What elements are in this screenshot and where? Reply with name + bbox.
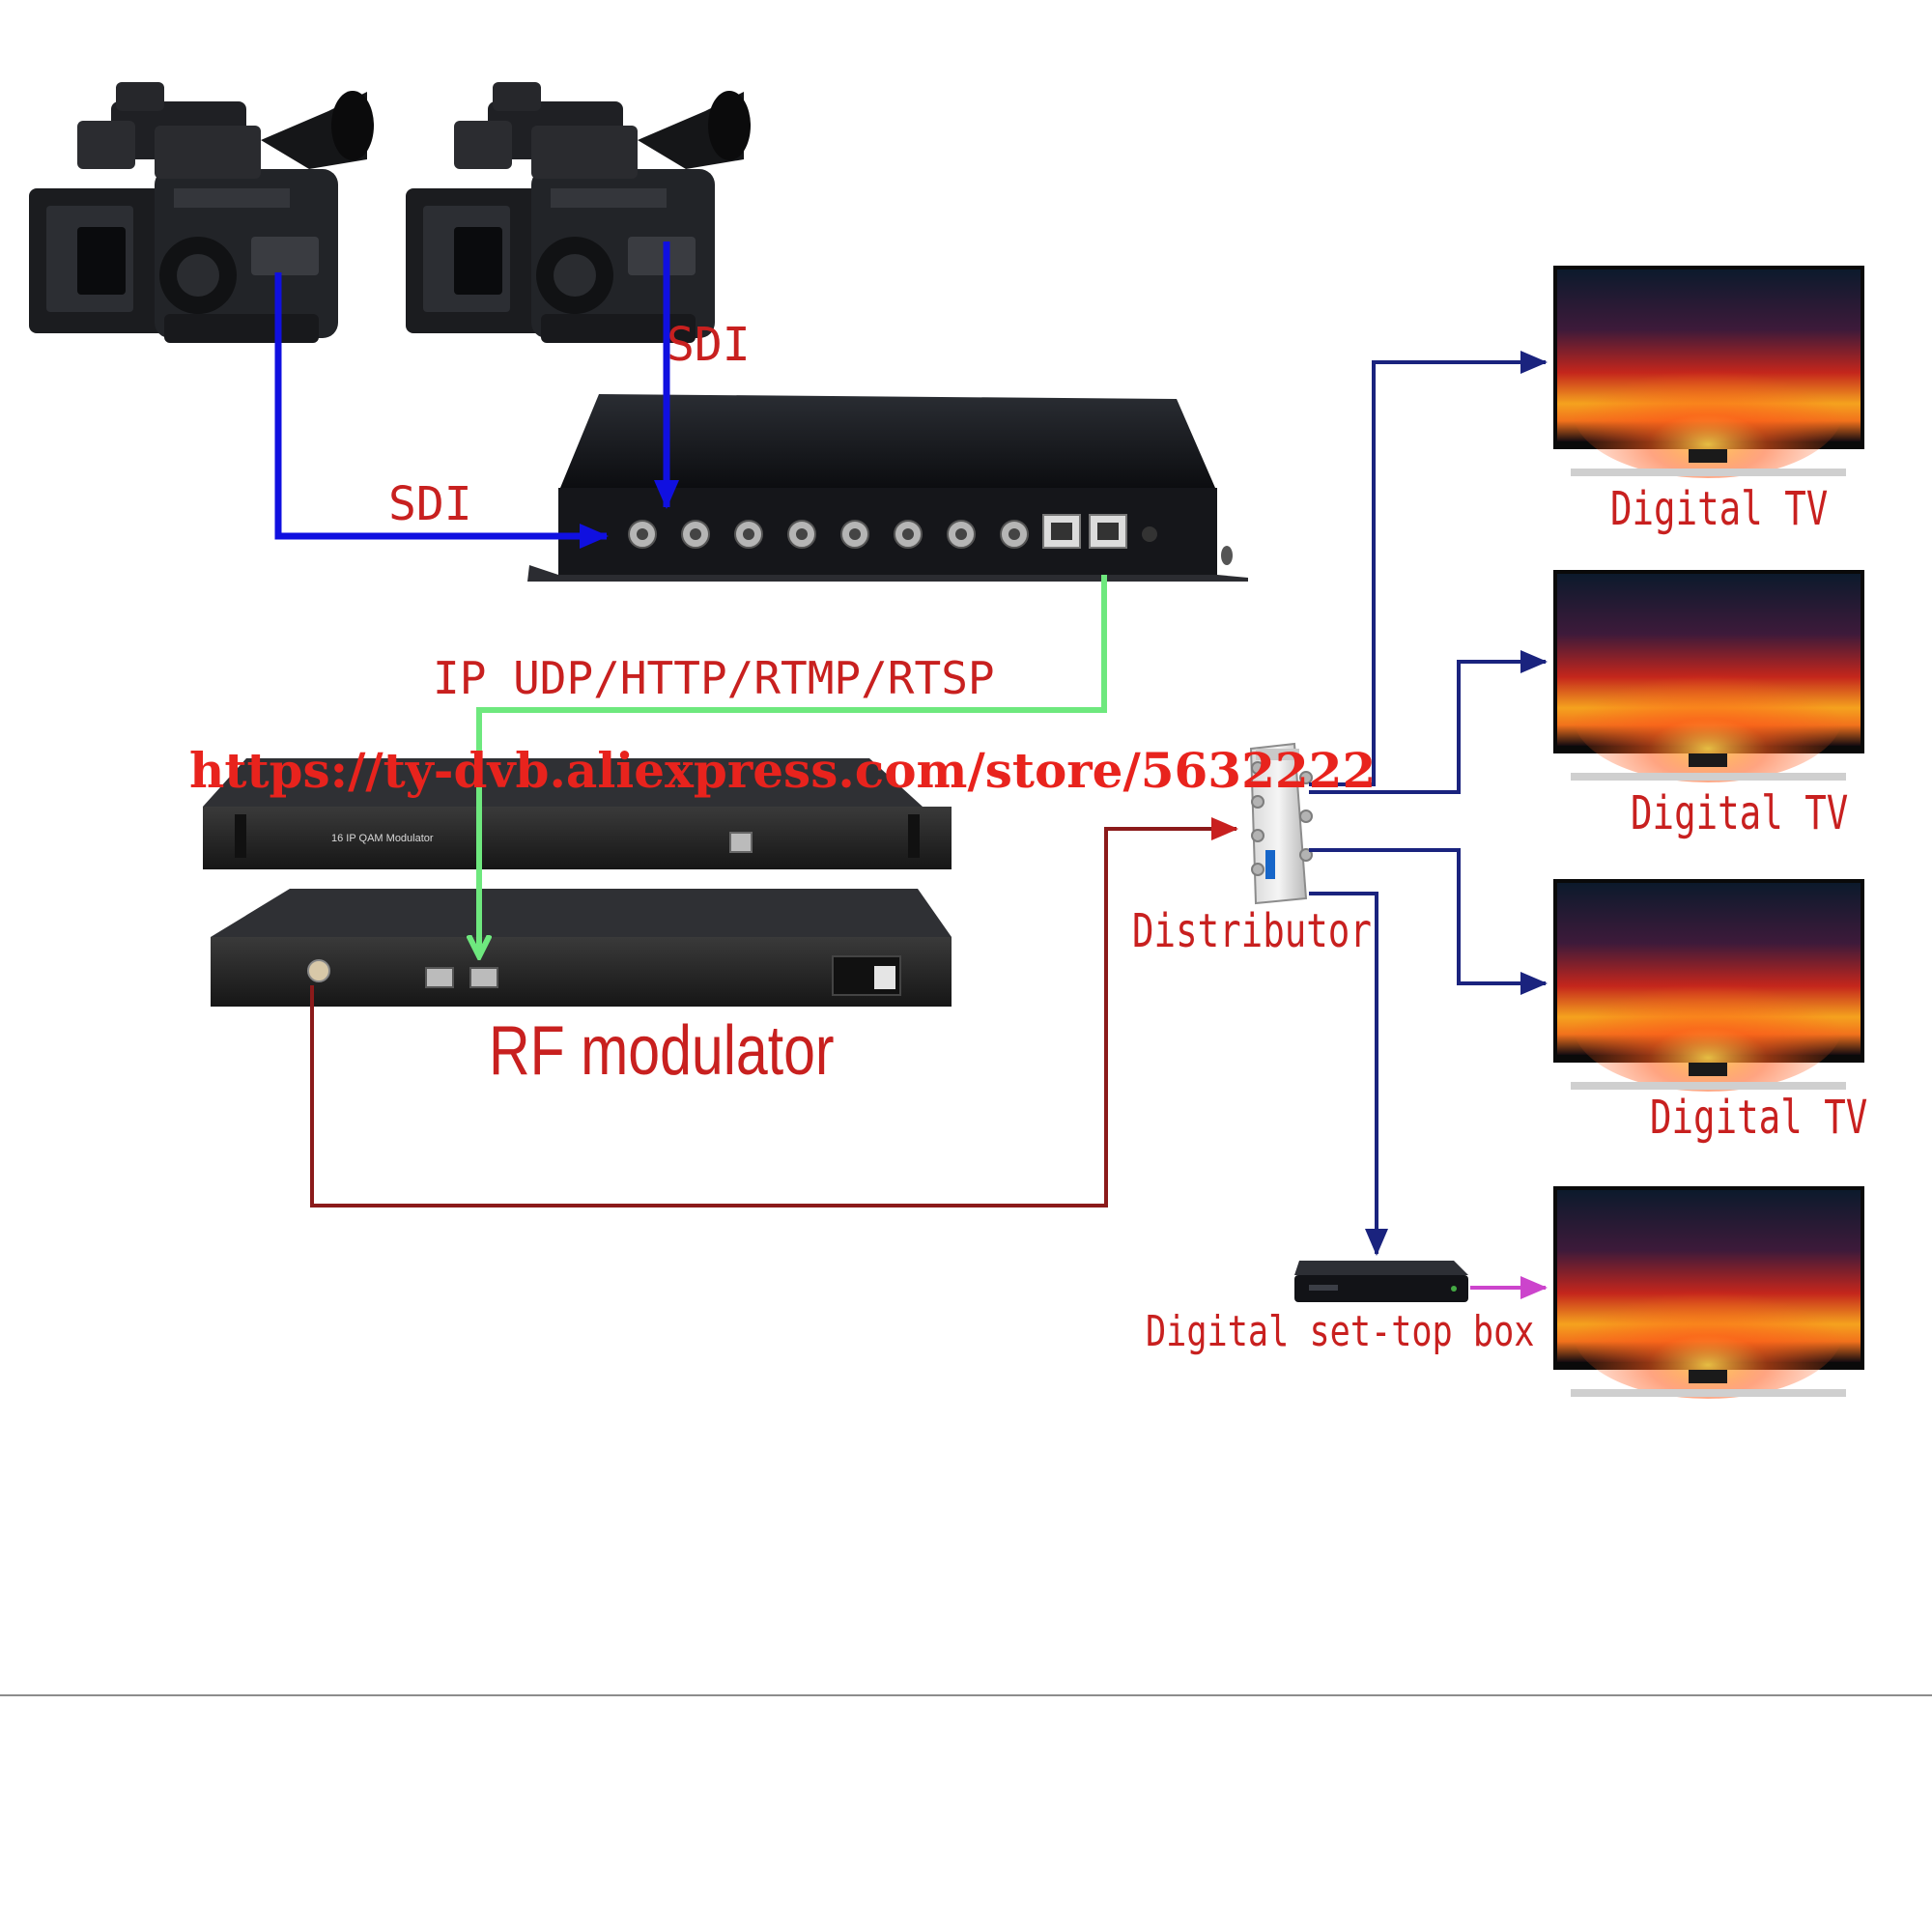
rf-modulator-label: RF modulator: [489, 1010, 835, 1089]
set-top-box-label: Digital set-top box: [1146, 1307, 1534, 1356]
distributor-label: Distributor: [1132, 905, 1372, 959]
modulator-rear-icon: [211, 889, 952, 1007]
modulator-icon: 16 IP QAM Modulator: [203, 758, 952, 869]
video-camera-icon: [406, 82, 751, 343]
television-icon: [1553, 879, 1864, 1092]
distribution-line-tv3: [1309, 848, 1548, 995]
splitter-icon: [1249, 742, 1313, 905]
sdi-label-right: SDI: [667, 318, 751, 372]
sdi-cable-left: [274, 272, 609, 549]
tv-label-1: Digital TV: [1610, 483, 1828, 537]
store-url-watermark: https://ty-dvb.aliexpress.com/store/5632…: [189, 742, 1376, 799]
video-camera-icon: [29, 82, 374, 343]
television-icon: [1553, 266, 1864, 478]
distribution-line-tv1: [1309, 351, 1548, 786]
encoder-icon: [527, 394, 1248, 582]
distribution-line-stb: [1309, 892, 1388, 1256]
ip-protocols-label: IP UDP/HTTP/RTMP/RTSP: [433, 652, 995, 704]
distribution-line-tv2: [1309, 650, 1548, 794]
ip-stream-line: [479, 575, 1107, 956]
set-top-box-icon: [1294, 1261, 1468, 1302]
television-icon: [1553, 570, 1864, 782]
sdi-label-left: SDI: [388, 477, 472, 531]
tv-label-2: Digital TV: [1631, 787, 1848, 841]
modulator-panel-label: 16 IP QAM Modulator: [331, 833, 434, 844]
television-icon: [1553, 1186, 1864, 1399]
rf-cable-line: [310, 817, 1238, 1208]
tv-label-3: Digital TV: [1650, 1092, 1867, 1146]
